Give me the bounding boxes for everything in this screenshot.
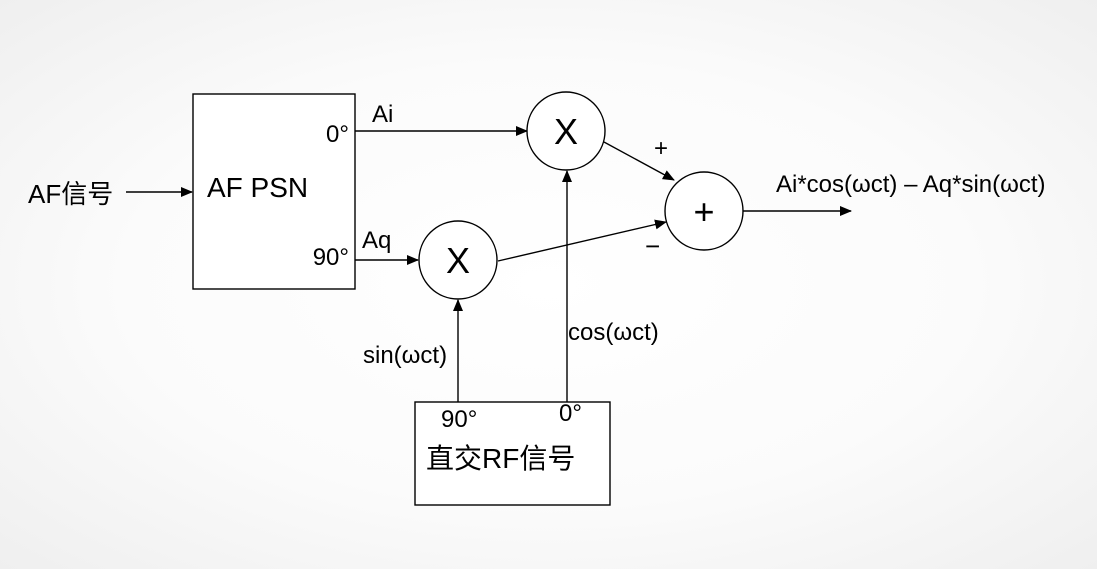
af-psn-block: [192, 93, 356, 290]
output-label: Ai*cos(ωct) – Aq*sin(ωct): [776, 171, 1046, 198]
rf-port-0-label: 0°: [559, 400, 582, 427]
top-mixer-symbol: X: [554, 111, 578, 152]
plus-sign: +: [654, 135, 668, 162]
rf-block-label: 直交RF信号: [426, 443, 575, 474]
cos-label: cos(ωct): [568, 319, 659, 346]
sin-label: sin(ωct): [363, 342, 447, 369]
rf-block: [414, 401, 611, 506]
af-psn-port-90-label: 90°: [313, 244, 349, 271]
rf-port-90-label: 90°: [441, 406, 477, 433]
summing-junction-symbol: +: [693, 191, 714, 232]
aq-label: Aq: [362, 227, 391, 254]
bottom-mixer-symbol: X: [446, 240, 470, 281]
minus-sign: −: [645, 231, 660, 261]
af-psn-port-0-label: 0°: [326, 121, 349, 148]
top-mixer-to-summer-wire: [603, 141, 675, 181]
ai-label: Ai: [372, 101, 393, 128]
bottom-mixer-to-summer-wire: [497, 219, 667, 262]
input-label: AF信号: [28, 179, 113, 209]
af-psn-label: AF PSN: [207, 172, 308, 203]
